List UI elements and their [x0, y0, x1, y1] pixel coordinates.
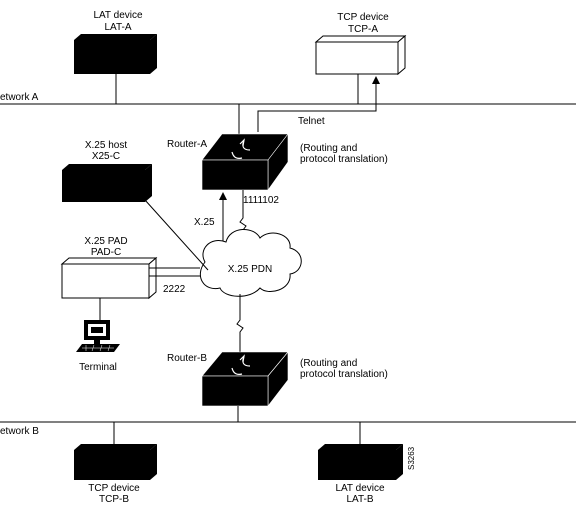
lat-b-device[interactable]: LAT device LAT-B — [318, 422, 403, 505]
router-b-note-1: (Routing and — [300, 358, 357, 369]
network-a: etwork A — [0, 92, 576, 105]
x25-pad-device[interactable]: X.25 PAD PAD-C — [60, 236, 158, 300]
x25-pad-label-1: X.25 PAD — [84, 236, 127, 247]
terminal-label: Terminal — [79, 362, 117, 373]
telnet-path: Telnet — [257, 76, 380, 132]
terminal-icon — [76, 320, 120, 352]
router-b-note-2: protocol translation) — [300, 369, 388, 380]
router-a[interactable]: Router-A (Routing and protocol translati… — [167, 104, 388, 206]
x25-host-pdn-link — [144, 199, 209, 271]
x25-host-label-2: X25-C — [92, 151, 120, 162]
x25-host-device[interactable]: X.25 host X25-C — [62, 140, 152, 202]
network-b: etwork B — [0, 421, 576, 437]
router-a-address: 1111102 — [243, 195, 279, 206]
lat-b-label-1: LAT device — [335, 483, 385, 494]
router-b-icon — [231, 354, 251, 375]
router-b[interactable]: Router-B (Routing and protocol translati… — [167, 351, 388, 422]
tcp-b-label-2: TCP-B — [99, 494, 129, 505]
network-a-label: etwork A — [0, 92, 39, 103]
router-b-label: Router-B — [167, 353, 207, 364]
figure-id: S3263 — [407, 446, 416, 470]
pad-address: 2222 — [163, 284, 186, 295]
network-b-label: etwork B — [0, 426, 39, 437]
router-a-note-2: protocol translation) — [300, 154, 388, 165]
tcp-a-device[interactable]: TCP device TCP-A — [314, 12, 407, 104]
x25-pdn-cloud: X.25 PDN — [199, 229, 302, 297]
telnet-label: Telnet — [298, 116, 325, 127]
pdn-router-b-link — [236, 294, 244, 362]
tcp-a-label-2: TCP-A — [348, 24, 378, 35]
pdn-label: X.25 PDN — [228, 264, 272, 275]
lat-b-label-2: LAT-B — [346, 494, 373, 505]
lat-a-label-2: LAT-A — [104, 22, 131, 33]
router-a-icon — [231, 138, 251, 159]
router-a-label: Router-A — [167, 139, 207, 150]
lat-a-device[interactable]: LAT device LAT-A — [74, 10, 157, 104]
x25-link-label: X.25 — [194, 217, 215, 228]
terminal-device[interactable]: Terminal — [76, 320, 120, 373]
pad-pdn-link: 2222 — [149, 267, 200, 295]
x25-pad-label-2: PAD-C — [91, 247, 121, 258]
tcp-a-label-1: TCP device — [337, 12, 389, 23]
router-a-note-1: (Routing and — [300, 143, 357, 154]
tcp-b-label-1: TCP device — [88, 483, 140, 494]
tcp-b-device[interactable]: TCP device TCP-B — [74, 422, 157, 505]
x25-link: X.25 — [194, 192, 227, 242]
x25-host-label-1: X.25 host — [85, 140, 127, 151]
lat-a-label-1: LAT device — [93, 10, 143, 21]
